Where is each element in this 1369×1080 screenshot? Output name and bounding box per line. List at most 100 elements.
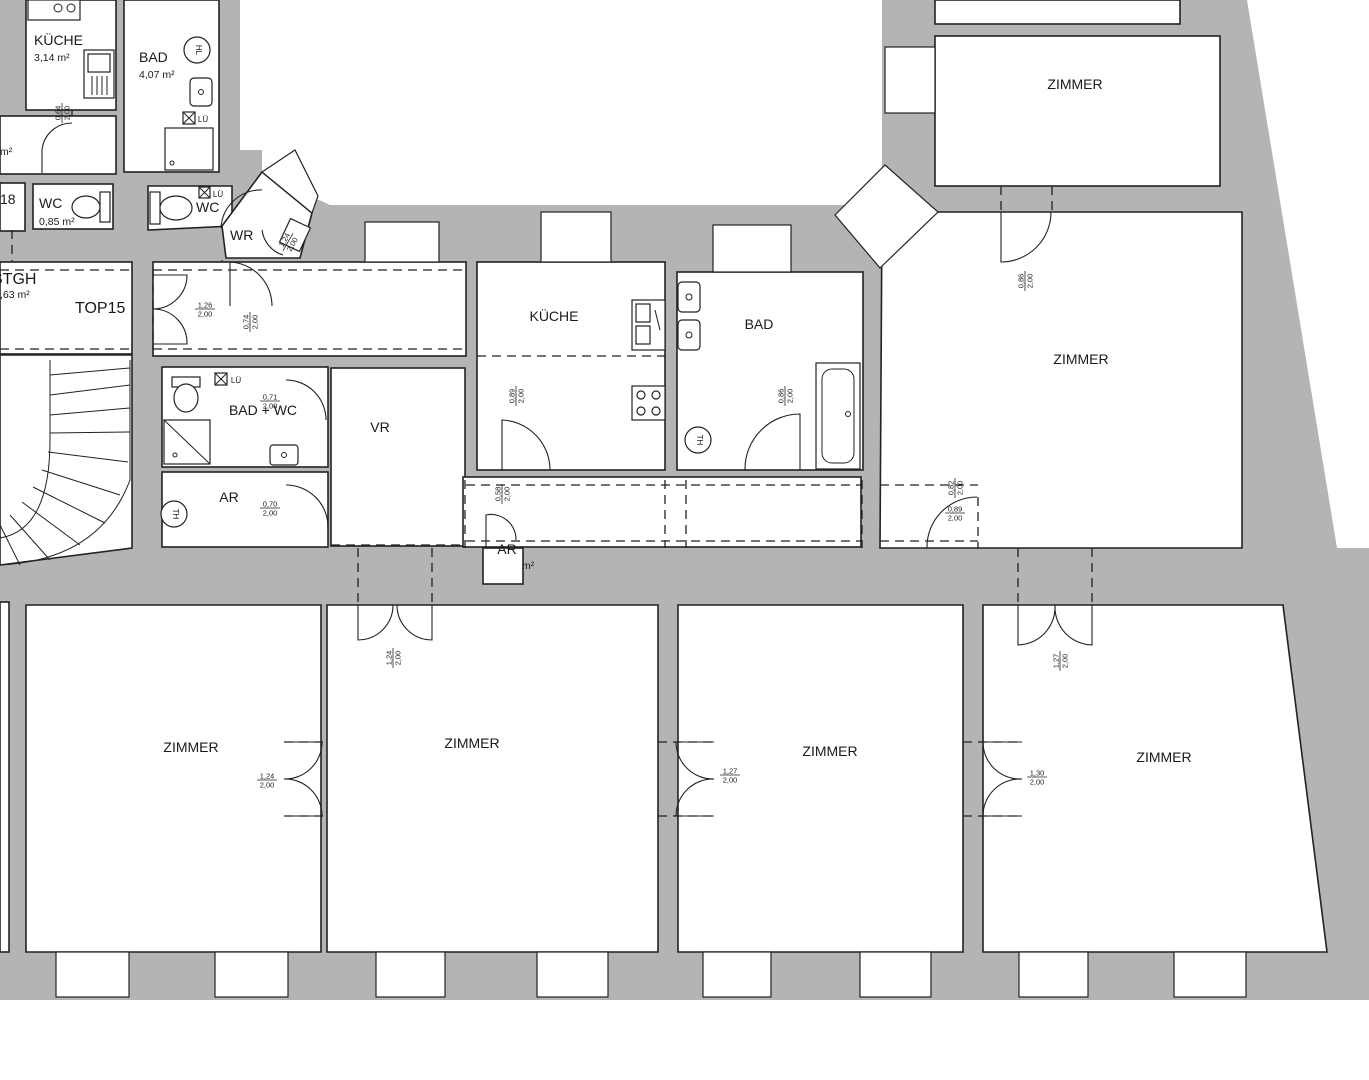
area-stgh: ,63 m² bbox=[0, 289, 30, 301]
label-bad-tl: BAD bbox=[139, 49, 168, 65]
label-room-18: 18 bbox=[0, 191, 16, 207]
label-bad-mid: BAD bbox=[745, 316, 774, 332]
room-left bbox=[0, 115, 117, 175]
room-zimmer-b3 bbox=[677, 604, 964, 953]
door-height-label: 2,00 bbox=[786, 389, 795, 404]
door-width-label: 0,89 bbox=[948, 505, 963, 514]
door-dimension-tag: 0,892,00 bbox=[945, 505, 965, 523]
door-thresholds bbox=[0, 110, 1093, 817]
door-swings bbox=[41, 122, 1093, 817]
door-width-label: 1,26 bbox=[198, 301, 213, 310]
door-width-label: 0,71 bbox=[263, 393, 278, 402]
door-width-label: 0,70 bbox=[263, 500, 278, 509]
label-unit-top15: TOP15 bbox=[75, 300, 126, 317]
room-zimmer-right bbox=[879, 211, 1243, 549]
door-height-label: 2,00 bbox=[1026, 274, 1035, 289]
label-bad-wc: BAD + WC bbox=[229, 402, 297, 418]
door-height-label: 2,00 bbox=[198, 310, 213, 319]
door-width-label: 1,24 bbox=[385, 651, 394, 666]
area-bad-tl: 4,07 m² bbox=[139, 69, 175, 81]
room-stgh bbox=[0, 261, 133, 355]
door-height-label: 2,00 bbox=[394, 651, 403, 666]
door-width-label: 0,74 bbox=[242, 315, 251, 330]
svg-text:LÜ: LÜ bbox=[198, 115, 208, 124]
area-kueche-tl: 3,14 m² bbox=[34, 52, 70, 64]
label-ar: AR bbox=[219, 489, 238, 505]
door-height-label: 2,00 bbox=[260, 781, 275, 790]
door-height-label: 2,00 bbox=[517, 389, 526, 404]
area-ar-small: m² bbox=[522, 560, 535, 572]
door-width-label: 0,58 bbox=[494, 487, 503, 502]
label-zimmer-b3: ZIMMER bbox=[802, 743, 857, 759]
door-height-label: 2,00 bbox=[1030, 778, 1045, 787]
room-ar bbox=[161, 471, 329, 548]
door-width-label: 0,86 bbox=[777, 389, 786, 404]
door-height-label: 2,00 bbox=[956, 481, 965, 496]
label-wc-mid: WC bbox=[196, 199, 219, 215]
label-zimmer-b4: ZIMMER bbox=[1136, 749, 1191, 765]
door-height-label: 2,00 bbox=[948, 514, 963, 523]
label-stgh: STGH bbox=[0, 271, 36, 288]
door-dimension-tag: 0,702,00 bbox=[260, 500, 280, 518]
door-width-label: 1,27 bbox=[1052, 654, 1061, 669]
room-zimmer-b1 bbox=[25, 604, 322, 953]
door-dimension-tag: 1,242,00 bbox=[257, 772, 277, 790]
door-height-label: 2,00 bbox=[723, 776, 738, 785]
label-kueche-tl: KÜCHE bbox=[34, 31, 83, 48]
door-dimension-tag: 1,302,00 bbox=[1027, 769, 1047, 787]
windows bbox=[55, 46, 1247, 998]
label-zimmer-right: ZIMMER bbox=[1053, 351, 1108, 367]
fixtures: TH LÜ TH HL LÜ bbox=[27, 0, 861, 528]
rooms bbox=[0, 0, 1328, 953]
label-vr: VR bbox=[370, 419, 389, 435]
door-dimension-tag: 1,262,00 bbox=[195, 301, 215, 319]
fixture-hl-label: HL bbox=[194, 45, 203, 56]
door-dimension-tag: 0,712,00 bbox=[260, 393, 280, 411]
label-wr: WR bbox=[230, 227, 253, 243]
room-zimmer-b2 bbox=[326, 604, 659, 953]
svg-text:LÜ: LÜ bbox=[213, 190, 223, 199]
room-ar-small bbox=[482, 547, 524, 585]
fixture-th-label: TH bbox=[695, 435, 704, 446]
label-kueche-mid: KÜCHE bbox=[529, 307, 578, 324]
label-zimmer-b2: ZIMMER bbox=[444, 735, 499, 751]
svg-text:TH: TH bbox=[171, 509, 180, 520]
door-height-label: 2,00 bbox=[263, 402, 278, 411]
door-width-label: 1,24 bbox=[260, 772, 275, 781]
door-height-label: 2,00 bbox=[263, 509, 278, 518]
area-wc-left: 0,85 m² bbox=[39, 216, 75, 228]
room-zimmer-b4 bbox=[982, 604, 1328, 953]
door-width-label: 0,64 bbox=[54, 106, 63, 121]
door-width-label: 0,86 bbox=[1017, 274, 1026, 289]
door-width-label: 0,89 bbox=[508, 389, 517, 404]
door-height-label: 2,00 bbox=[503, 487, 512, 502]
room-edge-left bbox=[0, 601, 10, 953]
label-ar-small: AR bbox=[497, 541, 516, 557]
door-height-label: 2,00 bbox=[251, 315, 260, 330]
room-labels: ZIMMER ZIMMER ZIMMER ZIMMER ZIMMER ZIMME… bbox=[0, 31, 1192, 765]
label-zimmer-top: ZIMMER bbox=[1047, 76, 1102, 92]
door-dimension-tag: 1,272,00 bbox=[720, 767, 740, 785]
area-room-left: m² bbox=[0, 146, 13, 158]
label-wc-left: WC bbox=[39, 195, 62, 211]
room-vr bbox=[330, 367, 466, 547]
door-height-label: 2,00 bbox=[63, 106, 72, 121]
door-dimension-rule bbox=[282, 233, 294, 251]
label-zimmer-b1: ZIMMER bbox=[163, 739, 218, 755]
room-kueche-mid bbox=[476, 261, 666, 471]
door-height-label: 2,00 bbox=[1061, 654, 1070, 669]
door-width-label: 1,27 bbox=[723, 767, 738, 776]
stair-treads bbox=[0, 360, 131, 566]
room-top-strip bbox=[934, 0, 1181, 25]
